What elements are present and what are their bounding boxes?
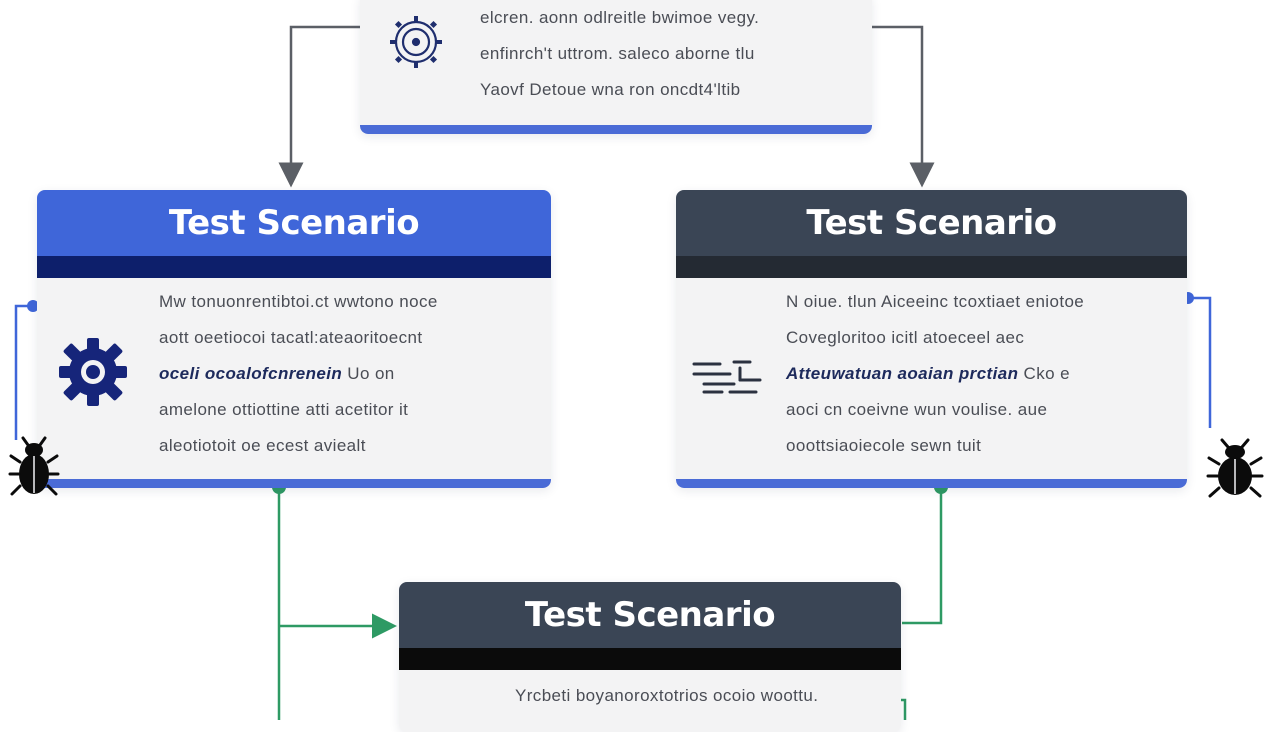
text-line: Yrcbeti boyanoroxtotrios ocoio woottu. bbox=[515, 686, 819, 705]
text-line: aott oeetiocoi tacatl:ateaoritoecnt bbox=[159, 328, 423, 347]
card-title: Test Scenario bbox=[399, 582, 901, 648]
left-card: Test Scenario Mw tonuon bbox=[37, 190, 551, 488]
left-card-text: Mw tonuonrentibtoi.ct wwtono noce aott o… bbox=[159, 284, 438, 464]
top-card-text: elcren. aonn odlreitle bwimoe vegy. enfi… bbox=[480, 0, 759, 108]
text-inline: Uo on bbox=[347, 364, 395, 383]
emphasis-text: oceli ocoalofcnrenein bbox=[159, 364, 343, 383]
card-accent-bar bbox=[37, 479, 551, 488]
bottom-card: Test Scenario Yrcbeti boyanoroxtotrios o… bbox=[399, 582, 901, 732]
card-header-divider bbox=[676, 256, 1187, 278]
gear-settings-icon bbox=[384, 10, 448, 74]
right-card-text: N oiue. tlun Aiceeinc tcoxtiaet eniotoe … bbox=[786, 284, 1084, 464]
text-lines-icon bbox=[690, 358, 764, 398]
connector-dot-left-bug bbox=[27, 300, 39, 312]
connector-top-to-left bbox=[278, 25, 360, 188]
text-line: elcren. aonn odlreitle bwimoe vegy. bbox=[480, 8, 760, 27]
text-line-emphasis: Atteuwatuan aoaian prctian Cko e bbox=[786, 356, 1084, 392]
connector-left-bug bbox=[14, 304, 33, 440]
connector-bottom-right bbox=[900, 698, 907, 720]
top-card: elcren. aonn odlreitle bwimoe vegy. enfi… bbox=[360, 0, 872, 134]
card-header-divider bbox=[399, 648, 901, 670]
bug-icon bbox=[8, 436, 60, 498]
connector-right-bug bbox=[1188, 296, 1212, 428]
text-line: amelone ottiottine atti acetitor it bbox=[159, 400, 409, 419]
gear-icon bbox=[55, 334, 131, 410]
emphasis-text: Atteuwatuan aoaian prctian bbox=[786, 364, 1019, 383]
text-line: Mw tonuonrentibtoi.ct wwtono noce bbox=[159, 292, 438, 311]
card-title: Test Scenario bbox=[37, 190, 551, 256]
text-line: Yaovf Detoue wna ron oncdt4'ltib bbox=[480, 80, 741, 99]
right-card: Test Scenario N oiue. tlun Aiceeinc tcox… bbox=[676, 190, 1187, 488]
card-accent-bar bbox=[676, 479, 1187, 488]
connector-top-to-right bbox=[872, 25, 935, 188]
text-line: N oiue. tlun Aiceeinc tcoxtiaet eniotoe bbox=[786, 292, 1085, 311]
text-line: ooottsiaoiecole sewn tuit bbox=[786, 436, 982, 455]
card-header-divider bbox=[37, 256, 551, 278]
card-title: Test Scenario bbox=[676, 190, 1187, 256]
text-line-emphasis: oceli ocoalofcnrenein Uo on bbox=[159, 356, 438, 392]
text-line: Covegloritoo icitl atoeceel aec bbox=[786, 328, 1025, 347]
text-line: enfinrch't uttrom. saleco aborne tlu bbox=[480, 44, 755, 63]
card-accent-bar bbox=[360, 125, 872, 134]
bottom-card-text: Yrcbeti boyanoroxtotrios ocoio woottu. bbox=[515, 678, 818, 714]
connector-right-to-bottom bbox=[902, 487, 943, 625]
text-inline: Cko e bbox=[1023, 364, 1070, 383]
bug-icon bbox=[1206, 438, 1264, 500]
text-line: aleotiotoit oe ecest aviealt bbox=[159, 436, 366, 455]
text-line: aoci cn coeivne wun voulise. aue bbox=[786, 400, 1048, 419]
